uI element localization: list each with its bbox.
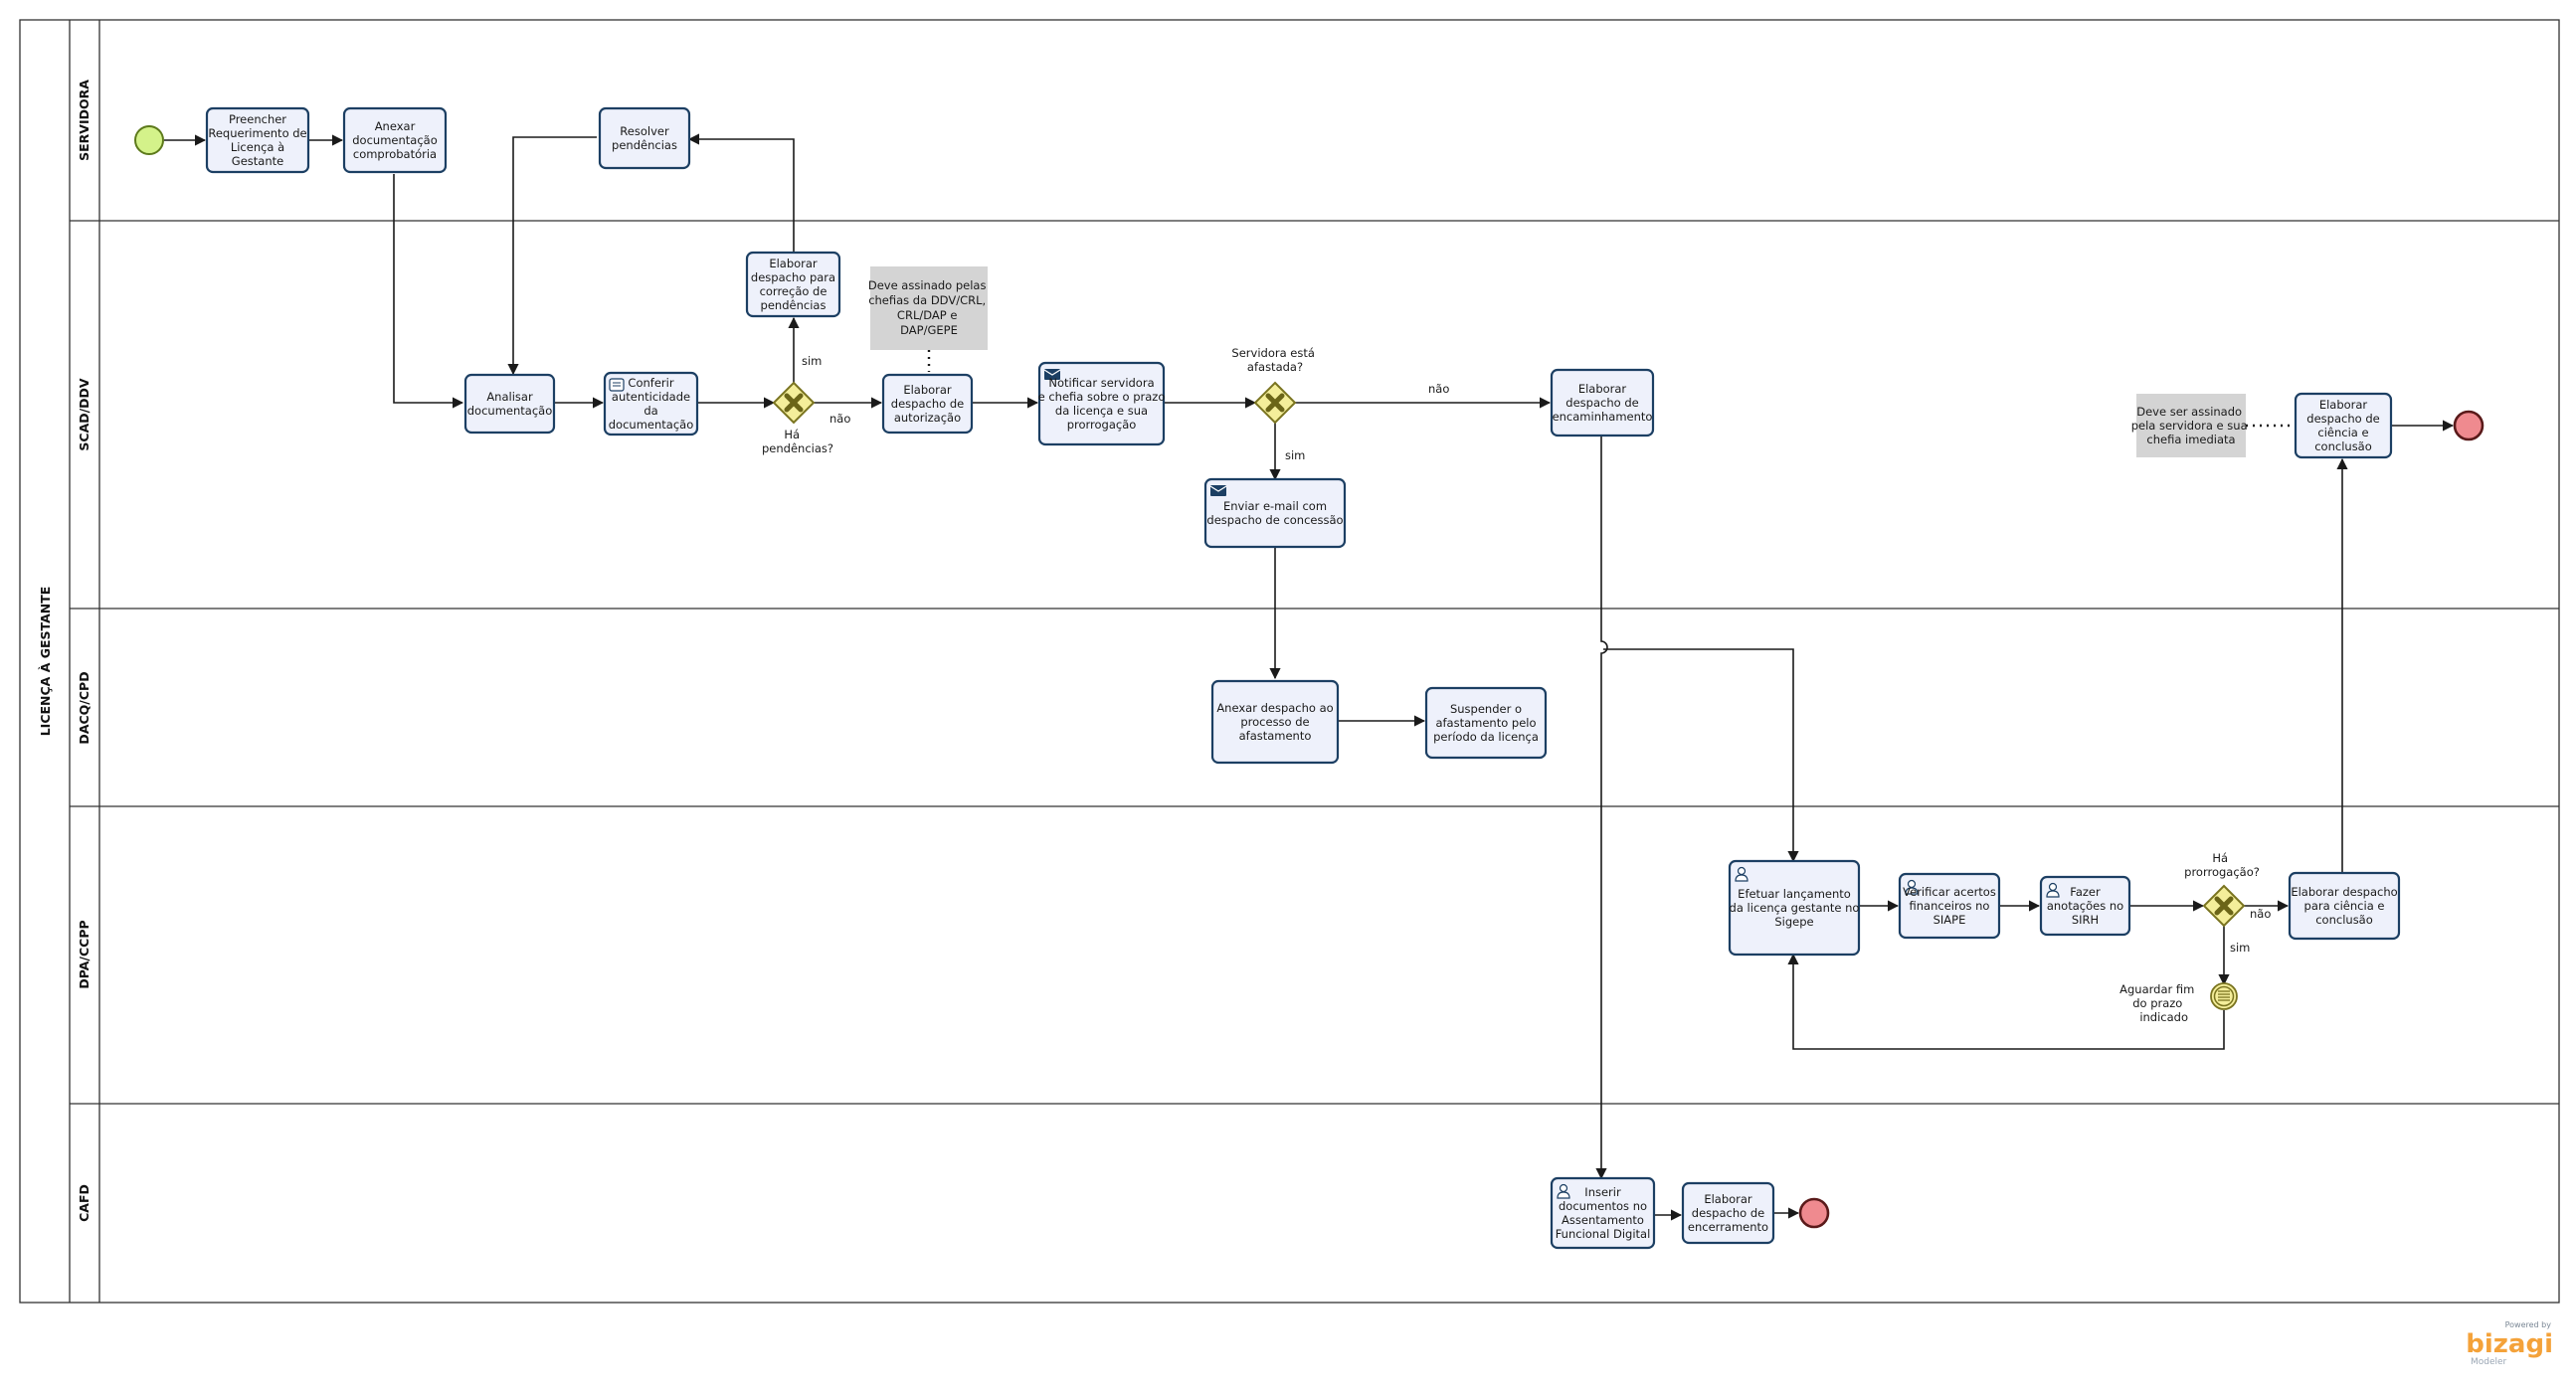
lane-label-scad: SCAD/DDV — [77, 378, 92, 451]
task-box[interactable] — [1037, 361, 1166, 446]
svg-text:Deve ser assinado pela s: Deve ser assinado pela servidora e sua c… — [2131, 405, 2252, 446]
task-box[interactable] — [1210, 679, 1340, 765]
flow-label-nao-pendencias: não — [829, 412, 850, 426]
send-mail-icon — [1209, 485, 1227, 496]
bizagi-logo: bizagi — [2466, 1329, 2553, 1359]
task-box[interactable] — [603, 371, 699, 436]
start-event — [134, 125, 164, 155]
user-task-icon — [1557, 1183, 1570, 1199]
task-box[interactable] — [1424, 686, 1548, 760]
task-box[interactable] — [1898, 872, 2001, 940]
flow-label-sim-pendencias: sim — [802, 354, 822, 368]
task-box[interactable] — [2294, 392, 2393, 459]
gateway-pendencias-label: Há pendências? — [762, 428, 833, 455]
lane-label-servidora: SERVIDORA — [77, 80, 92, 161]
task-box[interactable] — [2288, 871, 2401, 941]
task-box[interactable] — [205, 106, 310, 174]
user-task-icon — [1905, 879, 1919, 895]
end-event-cafd — [1798, 1197, 1830, 1229]
bizagi-branding: Powered by bizagi Modeler — [2466, 1320, 2553, 1367]
flow-label-nao-prorrogacao: não — [2250, 907, 2271, 921]
task-box[interactable] — [342, 106, 448, 174]
task-box[interactable] — [1728, 859, 1861, 957]
gateway-prorrogacao-label: Há prorrogação? — [2184, 851, 2260, 879]
lane-label-dpa: DPA/CCPP — [77, 920, 92, 988]
task-box[interactable] — [1681, 1181, 1775, 1245]
annotation-chefias: Deve assinado pelas chefias da DDV/CRL, … — [868, 266, 990, 372]
task-box[interactable] — [598, 106, 691, 170]
end-event-scad — [2453, 410, 2484, 441]
flow-label-sim-afastada: sim — [1285, 448, 1305, 462]
task-box[interactable] — [1550, 368, 1655, 437]
svg-text:Deve assinado pelas chef: Deve assinado pelas chefias da DDV/CRL, … — [868, 278, 990, 337]
task-box[interactable] — [463, 373, 556, 435]
user-task-icon — [2046, 882, 2060, 898]
task-box[interactable] — [881, 373, 974, 435]
annotation-servidora: Deve ser assinado pela servidora e sua c… — [2131, 394, 2294, 457]
script-task-icon — [609, 378, 625, 392]
task-box[interactable] — [1550, 1176, 1656, 1250]
task-box[interactable] — [745, 251, 841, 318]
gateway-prorrogacao — [2202, 884, 2246, 928]
timer-event-label: Aguardar fim do prazo indicado — [2119, 982, 2198, 1024]
modeler-label: Modeler — [2471, 1357, 2507, 1367]
flow-label-nao-afastada: não — [1428, 382, 1449, 396]
gateway-pendencias — [772, 381, 816, 425]
pool-title: LICENÇA À GESTANTE — [38, 587, 53, 737]
pool: LICENÇA À GESTANTE SERVIDORA SCAD/DDV DA… — [19, 19, 2560, 1304]
task-box[interactable] — [1203, 477, 1347, 549]
lane-label-dacq: DACQ/CPD — [77, 671, 92, 744]
send-mail-icon — [1043, 369, 1061, 380]
task-box[interactable] — [2039, 875, 2131, 937]
sequence-flows — [164, 133, 2455, 1221]
flow-label-sim-prorrogacao: sim — [2230, 941, 2250, 955]
lane-label-cafd: CAFD — [77, 1184, 92, 1222]
powered-by-label: Powered by — [2505, 1320, 2552, 1329]
gateway-afastada — [1253, 381, 1297, 425]
gateway-afastada-label: Servidora está afastada? — [1231, 346, 1318, 374]
user-task-icon — [1735, 866, 1748, 882]
intermediate-timer-event — [2210, 982, 2238, 1010]
